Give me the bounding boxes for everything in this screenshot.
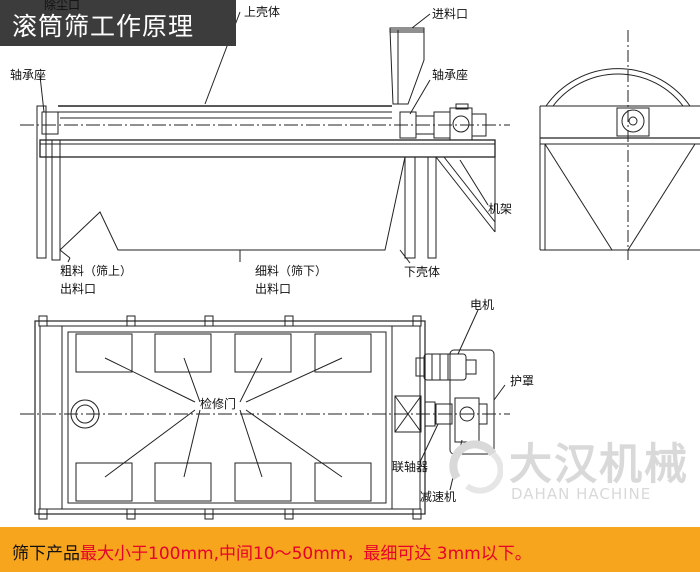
watermark-logo-icon	[449, 440, 503, 494]
label-reducer: 减速机	[420, 490, 457, 504]
label-bearing-left: 轴承座	[10, 68, 47, 82]
watermark-cn: 大汉机械	[509, 440, 689, 490]
label-frame: 机架	[488, 202, 513, 216]
label-feed-inlet: 进料口	[432, 7, 469, 21]
machine-drawing	[20, 0, 700, 520]
title-banner: 滚筒筛工作原理	[0, 0, 236, 46]
label-upper-shell: 上壳体	[244, 5, 281, 19]
label-motor: 电机	[470, 298, 495, 312]
side-elevation	[20, 0, 510, 264]
page-title: 滚筒筛工作原理	[12, 12, 195, 41]
label-coarse-outlet-line2: 出料口	[60, 282, 97, 296]
label-fine-outlet-line1: 细料（筛下）	[255, 264, 328, 278]
label-guard: 护罩	[510, 374, 535, 388]
label-lower-shell: 下壳体	[404, 265, 441, 279]
footer-bar: 筛下产品最大小于100mm,中间10～50mm，最细可达 3mm以下。	[0, 527, 700, 572]
plan-view	[20, 309, 510, 520]
footer-detail: 最大小于100mm,中间10～50mm，最细可达 3mm以下。	[80, 544, 532, 564]
footer-label: 筛下产品	[12, 544, 80, 564]
end-view	[539, 30, 700, 260]
label-coupling: 联轴器	[392, 460, 429, 474]
watermark-en: DAHAN HACHINE	[511, 485, 652, 503]
footer-text: 筛下产品最大小于100mm,中间10～50mm，最细可达 3mm以下。	[12, 539, 532, 564]
label-inspection-door: 检修门	[200, 397, 237, 411]
label-bearing-right: 轴承座	[432, 68, 469, 82]
label-coarse-outlet-line1: 粗料（筛上）	[60, 264, 133, 278]
label-dust-outlet: 除尘口	[44, 0, 81, 12]
label-fine-outlet-line2: 出料口	[255, 282, 292, 296]
